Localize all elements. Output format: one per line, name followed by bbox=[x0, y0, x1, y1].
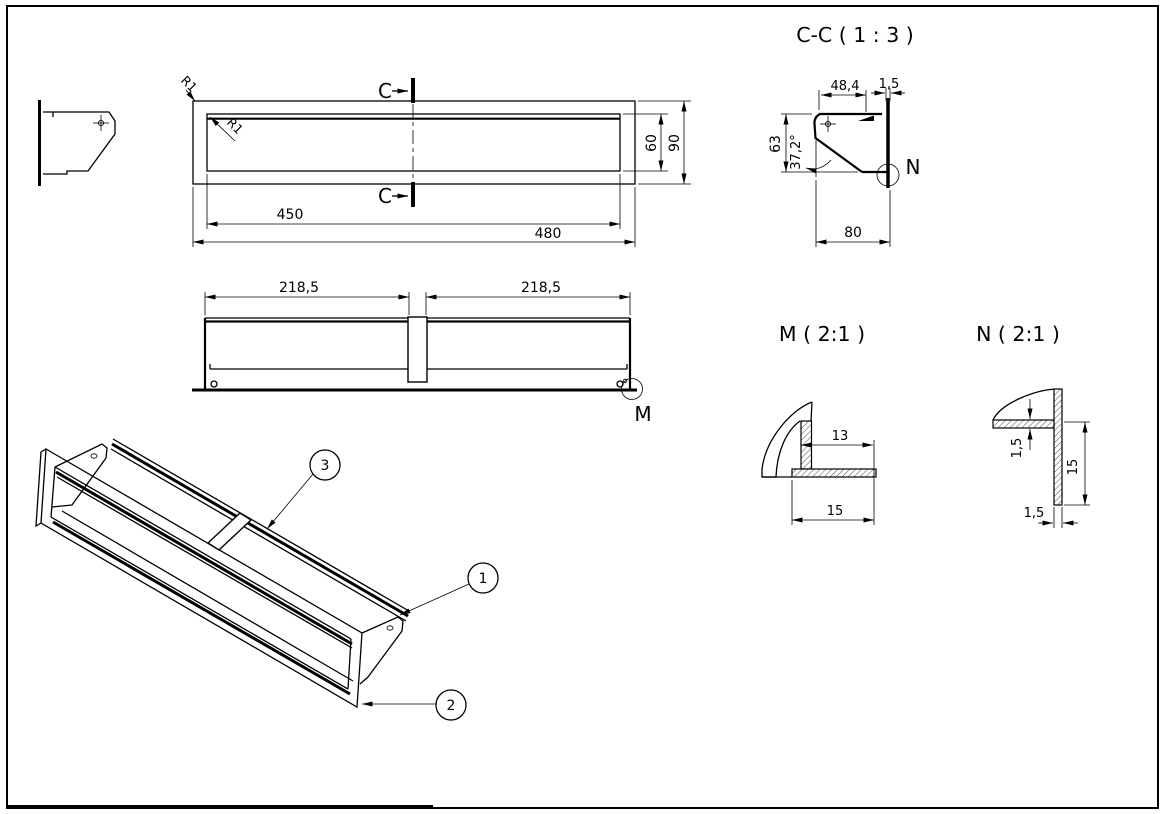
balloon-3: 3 bbox=[266, 449, 341, 530]
hole-left bbox=[210, 380, 218, 388]
side-profile-view bbox=[38, 100, 116, 186]
section-mark-top: C bbox=[378, 78, 415, 103]
sheet-border bbox=[6, 5, 1159, 809]
section-letter-top: C bbox=[378, 79, 392, 103]
dim-450: 450 bbox=[206, 174, 621, 229]
detail-n-title: N ( 2:1 ) bbox=[976, 322, 1060, 346]
svg-text:218,5: 218,5 bbox=[521, 280, 561, 296]
dim-13: 13 bbox=[801, 429, 875, 525]
svg-text:80: 80 bbox=[844, 225, 862, 241]
front-frame bbox=[40, 447, 363, 709]
svg-text:2: 2 bbox=[447, 698, 456, 714]
svg-text:218,5: 218,5 bbox=[279, 280, 319, 296]
top-view: C C R1 R1 450 480 bbox=[178, 73, 691, 247]
detail-m-title: M ( 2:1 ) bbox=[779, 322, 865, 346]
front-view: M 218,5 218,5 bbox=[192, 280, 652, 426]
svg-text:48,4: 48,4 bbox=[831, 79, 860, 94]
section-cc-view: C-C ( 1 : 3 ) N 48,4 1,5 bbox=[768, 23, 920, 247]
dim-1-5-wall: 1,5 bbox=[871, 77, 905, 101]
detail-n-circle bbox=[876, 163, 900, 187]
fillet-outer-label: R1 bbox=[178, 73, 200, 95]
shelf-section bbox=[791, 468, 877, 478]
edge-mark bbox=[858, 115, 874, 121]
svg-text:15: 15 bbox=[1066, 459, 1081, 476]
dim-15-n: 15 bbox=[1064, 421, 1090, 506]
right-end-cap bbox=[359, 616, 404, 685]
detail-n-view: N ( 2:1 ) 1,5 15 1,5 bbox=[976, 322, 1090, 528]
inner-opening bbox=[206, 113, 621, 172]
dim-15-m: 15 bbox=[791, 480, 874, 525]
svg-text:1: 1 bbox=[479, 571, 488, 587]
detail-m-view: M ( 2:1 ) 13 15 bbox=[761, 322, 877, 525]
section-letter-bottom: C bbox=[378, 184, 392, 208]
dim-80: 80 bbox=[815, 180, 891, 247]
dim-1-5-top: 1,5 bbox=[1010, 399, 1033, 459]
svg-text:90: 90 bbox=[667, 134, 683, 152]
svg-text:1,5: 1,5 bbox=[1010, 438, 1025, 459]
svg-text:60: 60 bbox=[644, 134, 660, 152]
dim-480: 480 bbox=[192, 187, 636, 247]
dim-1-5-bottom: 1,5 bbox=[1024, 506, 1078, 528]
detail-m-letter: M bbox=[634, 402, 651, 426]
dim-60: 60 bbox=[623, 113, 668, 172]
svg-text:3: 3 bbox=[321, 458, 330, 474]
iso-view: 3 1 2 bbox=[35, 438, 499, 721]
svg-text:63: 63 bbox=[768, 135, 784, 153]
dim-218-5-left: 218,5 bbox=[204, 280, 410, 315]
dim-63: 63 bbox=[768, 113, 858, 173]
dim-angle: 37,2° bbox=[789, 134, 832, 177]
balloon-2: 2 bbox=[362, 689, 467, 721]
balloon-1: 1 bbox=[399, 562, 499, 616]
detail-m-circle bbox=[621, 378, 643, 400]
iso-center-divider bbox=[206, 512, 253, 551]
section-cc-title: C-C ( 1 : 3 ) bbox=[796, 23, 914, 47]
flange-section bbox=[992, 419, 1055, 429]
svg-text:15: 15 bbox=[827, 504, 844, 519]
svg-text:450: 450 bbox=[277, 207, 304, 223]
svg-text:13: 13 bbox=[832, 429, 849, 444]
dim-90: 90 bbox=[638, 100, 691, 185]
dim-48-4: 48,4 bbox=[818, 79, 867, 112]
center-divider bbox=[407, 316, 428, 383]
svg-text:37,2°: 37,2° bbox=[789, 134, 804, 169]
svg-text:480: 480 bbox=[535, 226, 562, 242]
detail-n-letter: N bbox=[906, 155, 921, 179]
leg-section bbox=[1053, 388, 1063, 506]
svg-text:1,5: 1,5 bbox=[1024, 506, 1045, 521]
fillet-leader-outer: R1 bbox=[178, 73, 200, 102]
svg-text:1,5: 1,5 bbox=[879, 77, 900, 92]
dim-218-5-right: 218,5 bbox=[425, 280, 631, 315]
left-end-cap bbox=[51, 443, 108, 508]
section-mark-bottom: C bbox=[378, 182, 415, 208]
